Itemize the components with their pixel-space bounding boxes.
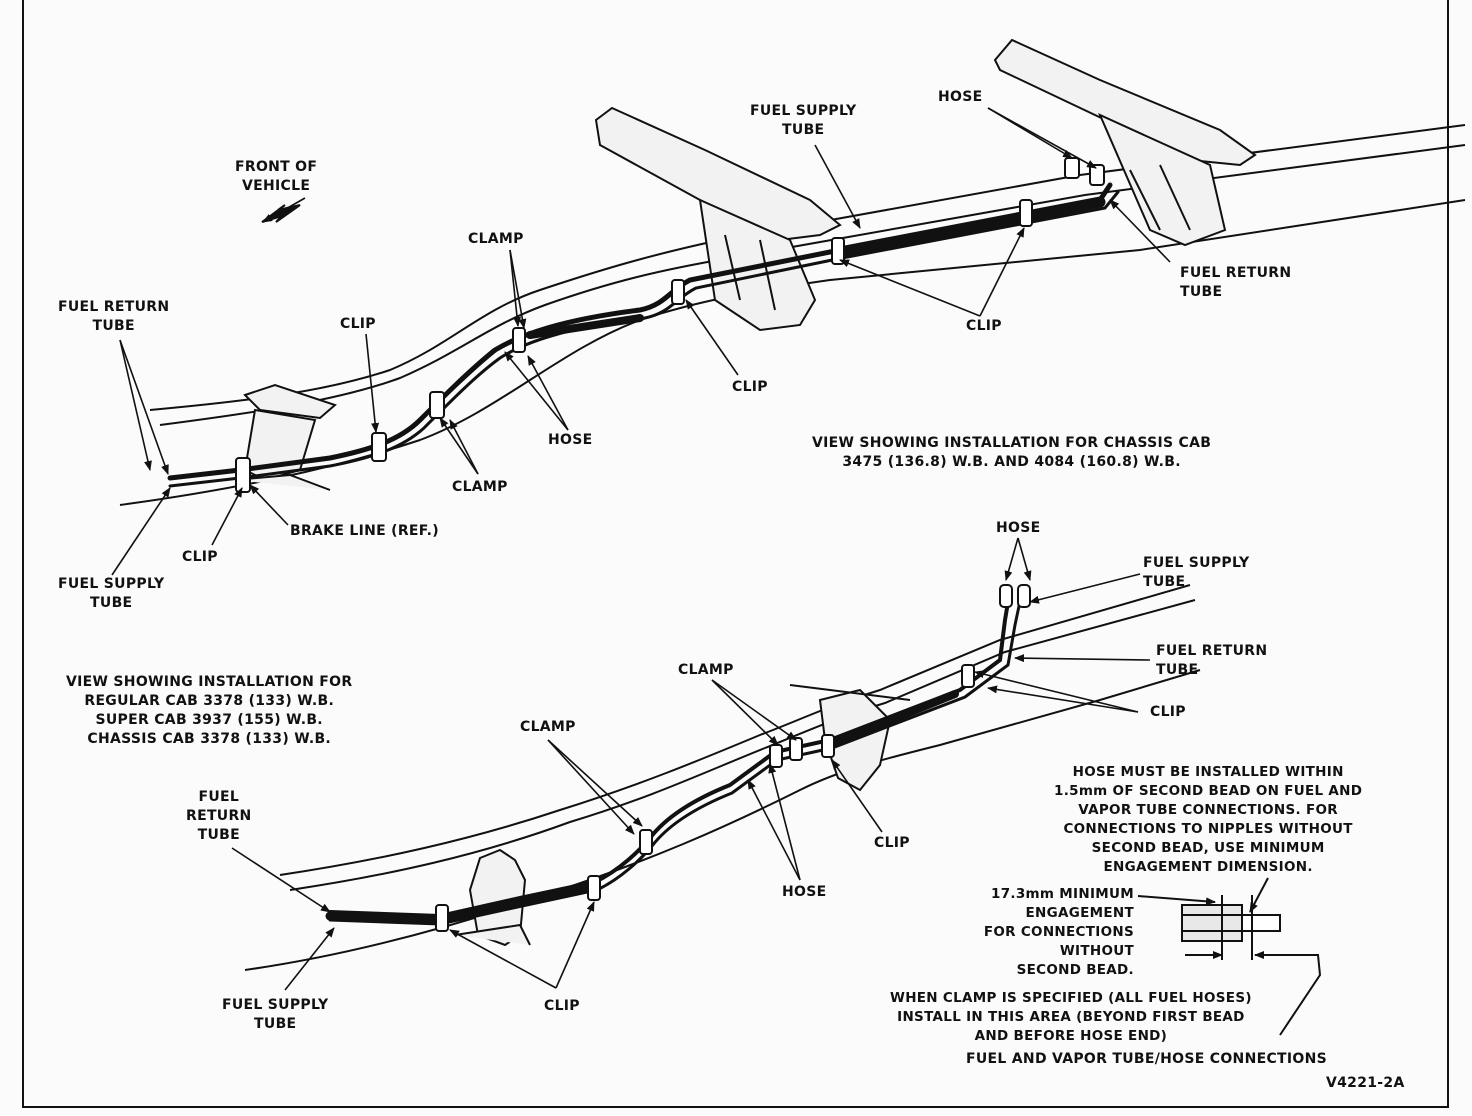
bottom-clips — [435, 584, 1031, 932]
bottom-clamp-label-left: CLAMP — [520, 719, 576, 735]
top-view-caption: VIEW SHOWING INSTALLATION FOR CHASSIS CA… — [812, 435, 1212, 470]
bottom-fuel-tubes — [325, 588, 1024, 926]
bottom-clamp-label-mid: CLAMP — [678, 662, 734, 678]
bottom-clip-label: CLIP — [544, 998, 580, 1014]
bottom-leaders — [231, 537, 1151, 991]
figure-id: V4221-2A — [1326, 1075, 1405, 1091]
top-leaders — [111, 107, 1171, 576]
top-clip-label-a: CLIP — [340, 316, 376, 332]
bottom-clip-label-mid: CLIP — [874, 835, 910, 851]
connection-detail — [1137, 877, 1322, 1036]
top-clamp-label-b: CLAMP — [452, 479, 508, 495]
bottom-clip-label-right: CLIP — [1150, 704, 1186, 720]
front-arrow-icon — [261, 204, 301, 223]
top-clips — [235, 157, 1105, 493]
top-clamp-label-a: CLAMP — [468, 231, 524, 247]
bottom-hose-label-top: HOSE — [996, 520, 1041, 536]
top-hose-label: HOSE — [938, 89, 983, 105]
top-crossmember-1 — [594, 106, 842, 332]
figure-frame — [22, 0, 1449, 1108]
top-clip-label-b: CLIP — [966, 318, 1002, 334]
bottom-crossmember-1 — [454, 848, 531, 947]
top-fuel-tubes — [167, 182, 1120, 488]
top-clip-label-c: CLIP — [732, 379, 768, 395]
brake-line-label: BRAKE LINE (REF.) — [290, 523, 439, 539]
top-clip-label-d: CLIP — [182, 549, 218, 565]
clamp-area-note: WHEN CLAMP IS SPECIFIED (ALL FUEL HOSES)… — [890, 990, 1252, 1044]
top-hose-label-mid: HOSE — [548, 432, 593, 448]
detail-title: FUEL AND VAPOR TUBE/HOSE CONNECTIONS — [966, 1051, 1327, 1067]
top-crossmember-2 — [993, 38, 1257, 247]
bottom-hose-label: HOSE — [782, 884, 827, 900]
